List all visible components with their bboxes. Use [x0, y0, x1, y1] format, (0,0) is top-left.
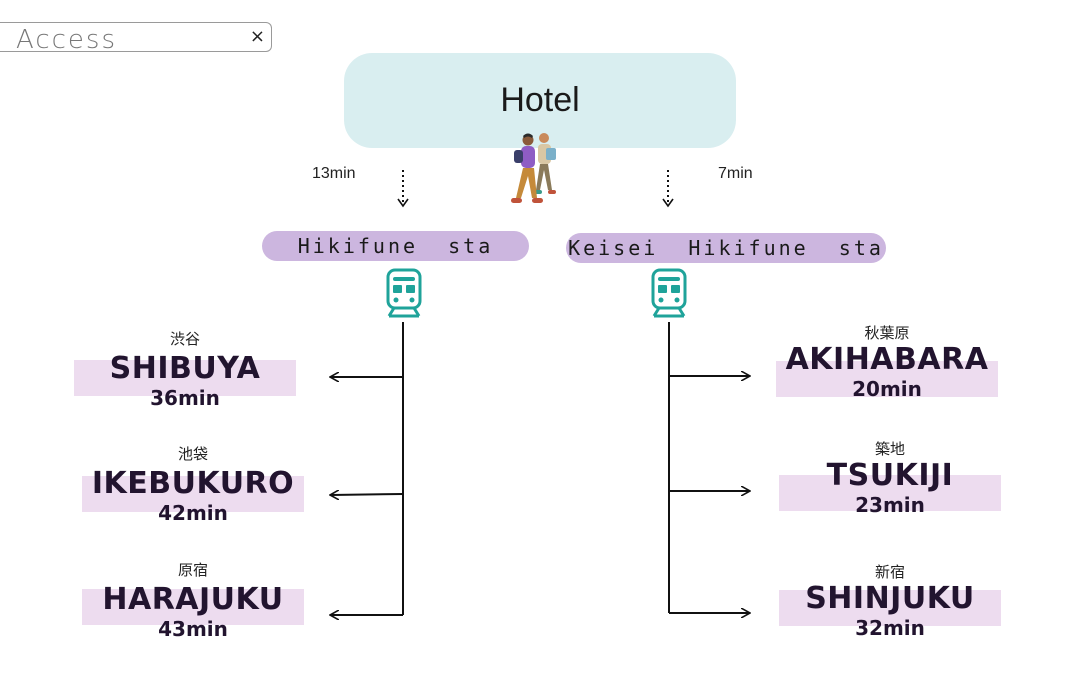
destination-bar — [779, 590, 1001, 626]
access-title: Access — [16, 25, 118, 55]
destination-name: HARAJUKU — [102, 582, 284, 617]
destination-bar — [82, 476, 304, 512]
destination-name: SHINJUKU — [805, 581, 975, 616]
destination-time: 20min — [852, 377, 922, 401]
destination-jp-label: 原宿 — [177, 561, 208, 579]
destination-harajuku: 原宿 HARAJUKU 43min — [82, 559, 304, 641]
walk-time-left: 13min — [312, 165, 356, 182]
close-icon[interactable]: × — [249, 26, 265, 47]
train-icon — [385, 268, 423, 320]
hotel-box: Hotel — [344, 53, 736, 148]
access-panel-header: Access × — [0, 22, 272, 55]
destination-bar — [779, 475, 1001, 511]
destination-name: SHIBUYA — [109, 351, 261, 386]
walking-travelers-icon — [508, 130, 564, 210]
destination-time: 32min — [855, 616, 925, 640]
destination-name: IKEBUKURO — [91, 466, 295, 501]
arrow-ikebukuro — [331, 494, 404, 495]
destination-shibuya: 渋谷 SHIBUYA 36min — [74, 328, 296, 410]
destination-akihabara-text: 秋葉原 AKIHABARA 20min — [776, 322, 998, 401]
destination-tsukiji: 築地 TSUKIJI 23min — [779, 438, 1001, 517]
destination-time: 43min — [158, 617, 228, 641]
hotel-label: Hotel — [500, 81, 580, 119]
station-keisei-hikifune: Keisei Hikifune sta — [566, 233, 886, 263]
destination-jp-label: 池袋 — [177, 445, 208, 463]
destination-jp-label: 新宿 — [874, 563, 905, 581]
walk-time-right: 7min — [718, 165, 753, 182]
destination-bar — [82, 589, 304, 625]
destination-name: TSUKIJI — [826, 458, 954, 493]
station-keisei-hikifune-label: Keisei Hikifune sta — [568, 236, 884, 260]
destination-bar — [776, 361, 998, 397]
station-hikifune: Hikifune sta — [262, 231, 529, 261]
destination-bar — [74, 360, 296, 396]
destination-time: 36min — [150, 386, 220, 410]
destination-time: 23min — [855, 493, 925, 517]
destination-time: 42min — [158, 501, 228, 525]
destination-name: AKIHABARA — [785, 342, 989, 377]
destination-jp-label: 築地 — [874, 440, 905, 458]
destination-shinjuku: 新宿 SHINJUKU 32min — [779, 561, 1001, 640]
destination-ikebukuro: 池袋 IKEBUKURO 42min — [82, 443, 304, 525]
destination-jp-label: 渋谷 — [169, 330, 200, 348]
station-hikifune-label: Hikifune sta — [297, 234, 494, 258]
train-icon — [650, 268, 688, 320]
destination-jp-label: 秋葉原 — [864, 324, 910, 342]
